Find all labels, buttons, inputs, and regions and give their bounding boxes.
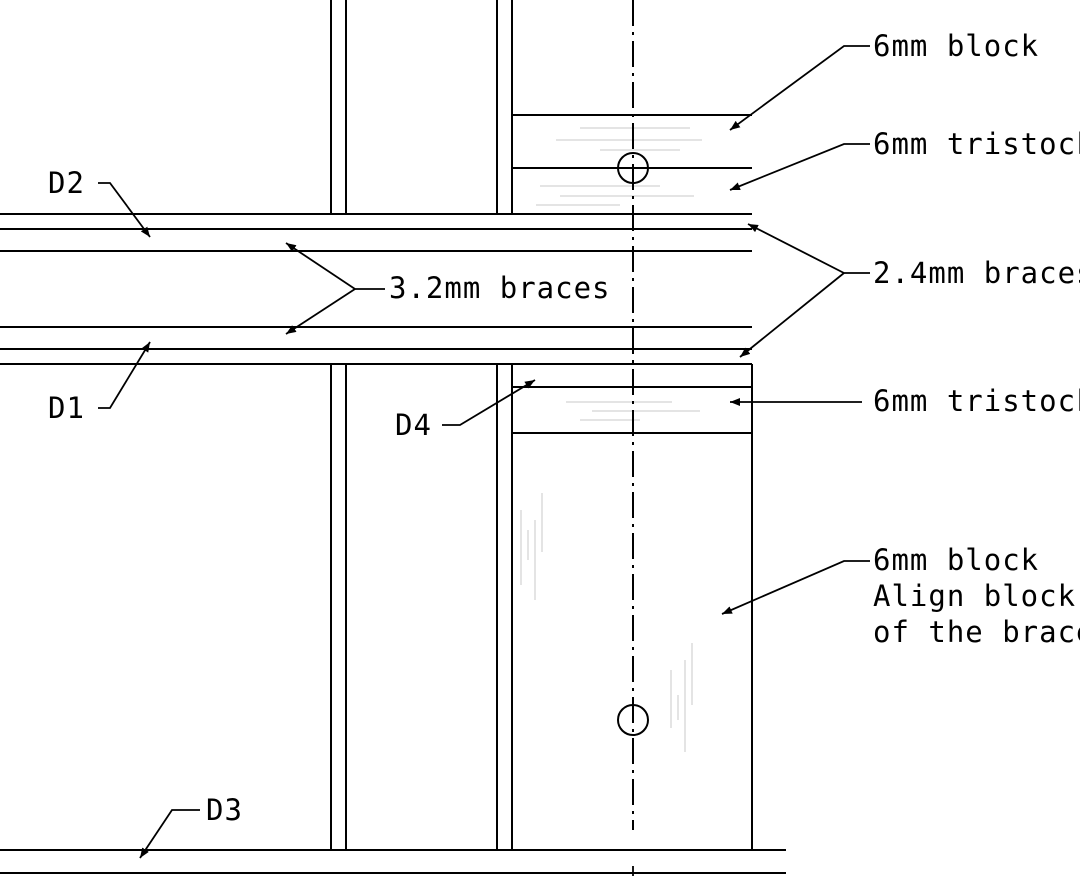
- leader-d3: [139, 809, 200, 859]
- label-lower-tristock: 6mm tristock: [873, 384, 1080, 418]
- leader-top-tristock: [729, 143, 870, 191]
- bottom-edge: [0, 849, 786, 874]
- leader-lower-block: [721, 560, 870, 615]
- label-top-tristock: 6mm tristock: [873, 127, 1080, 161]
- label-d3: D3: [206, 793, 243, 827]
- label-d4: D4: [395, 408, 432, 442]
- leader-braces-32: [285, 242, 385, 335]
- label-top-block: 6mm block: [873, 29, 1039, 63]
- label-lower-block-line1: 6mm block: [873, 543, 1039, 577]
- vertical-strut-left: [330, 0, 347, 850]
- label-d1: D1: [48, 391, 85, 425]
- leader-d2: [98, 182, 151, 238]
- leader-braces-24: [739, 223, 870, 358]
- leader-top-block: [729, 45, 870, 131]
- label-lower-block-line3: of the brace.: [873, 615, 1080, 649]
- vertical-strut-right: [496, 0, 513, 850]
- label-d2: D2: [48, 166, 85, 200]
- brace-band: [0, 213, 752, 365]
- label-braces-32: 3.2mm braces: [389, 271, 611, 305]
- label-lower-block-line2: Align block to: [873, 579, 1080, 613]
- leader-d1: [98, 341, 151, 409]
- lower-block: [520, 364, 753, 850]
- hole-bottom: [617, 704, 649, 736]
- label-braces-24: 2.4mm braces: [873, 256, 1080, 290]
- hole-top: [617, 152, 649, 184]
- leader-d4: [442, 379, 536, 426]
